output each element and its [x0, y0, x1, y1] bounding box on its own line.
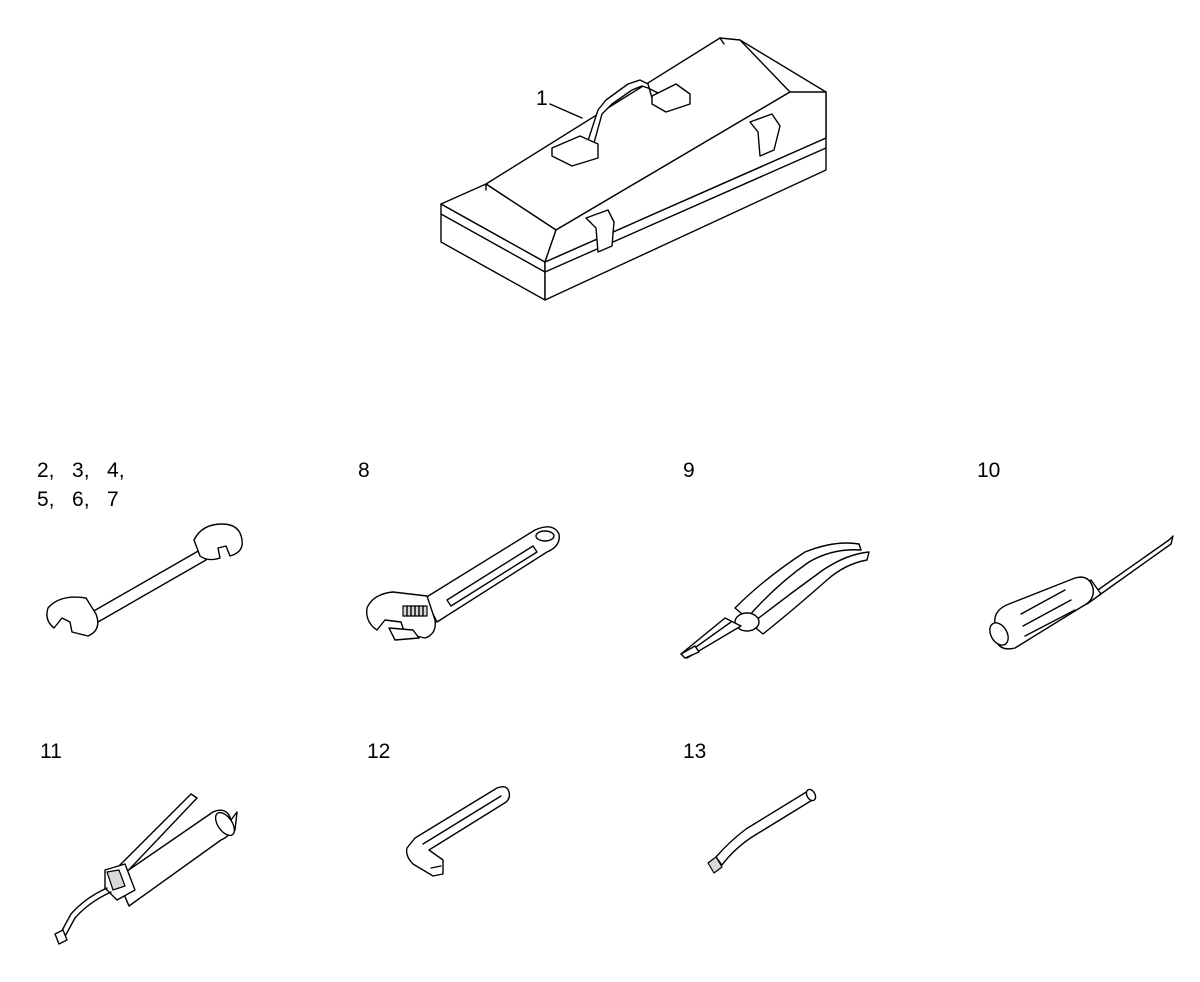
callout-11: 11 — [40, 740, 62, 763]
screwdriver-drawing — [985, 530, 1185, 660]
adjustable-wrench-drawing — [355, 510, 575, 650]
open-end-wrench-drawing — [30, 510, 260, 650]
pliers-drawing — [675, 530, 875, 670]
toolbox-drawing — [0, 0, 1200, 320]
callout-8: 8 — [358, 459, 370, 482]
callout-12: 12 — [367, 740, 391, 763]
callout-10: 10 — [977, 459, 1001, 482]
grease-nozzle-drawing — [700, 785, 830, 880]
grease-gun-drawing — [45, 790, 245, 950]
callout-5-7: 5, 6, 7 — [37, 488, 119, 511]
callout-9: 9 — [683, 459, 695, 482]
callout-13: 13 — [683, 740, 707, 763]
callout-1: 1 — [536, 87, 548, 110]
callout-2-4: 2, 3, 4, — [37, 459, 125, 482]
hex-key-drawing — [395, 780, 525, 890]
